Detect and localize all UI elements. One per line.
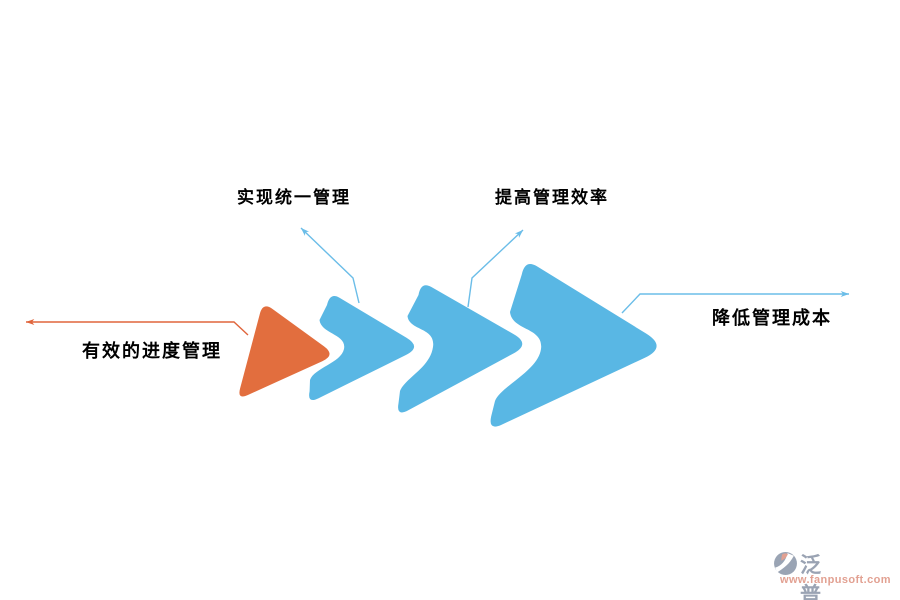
- stage-label-progress: 有效的进度管理: [82, 341, 222, 361]
- callout-line-progress: [25, 319, 249, 336]
- logo-text: 泛普软件: [800, 554, 822, 600]
- callout-line-cost: [621, 291, 850, 314]
- logo-url: www.fanpusoft.com: [780, 574, 891, 586]
- stage-label-unified: 实现统一管理: [237, 188, 351, 207]
- fanpu-logo-icon: [774, 552, 797, 575]
- stage-shape-unified: [309, 295, 415, 401]
- callout-line-efficiency: [467, 229, 524, 308]
- stage-shape-efficiency: [398, 285, 523, 413]
- stage-shape-progress: [239, 306, 330, 397]
- stage-label-cost: 降低管理成本: [712, 308, 832, 328]
- stage-shape-cost: [490, 263, 657, 427]
- stage-label-efficiency: 提高管理效率: [495, 188, 609, 207]
- callout-line-unified: [300, 227, 360, 304]
